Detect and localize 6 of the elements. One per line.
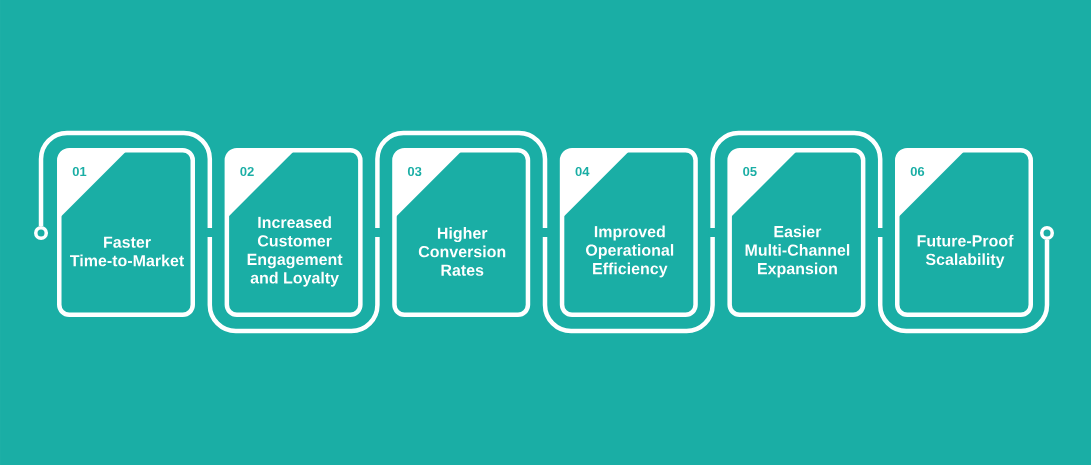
step-number: 01 — [59, 150, 128, 219]
step-number: 03 — [394, 150, 463, 219]
step-number: 05 — [729, 150, 798, 219]
connector-line — [38, 130, 1050, 334]
step-number: 06 — [897, 150, 966, 219]
step-number: 04 — [562, 150, 631, 219]
